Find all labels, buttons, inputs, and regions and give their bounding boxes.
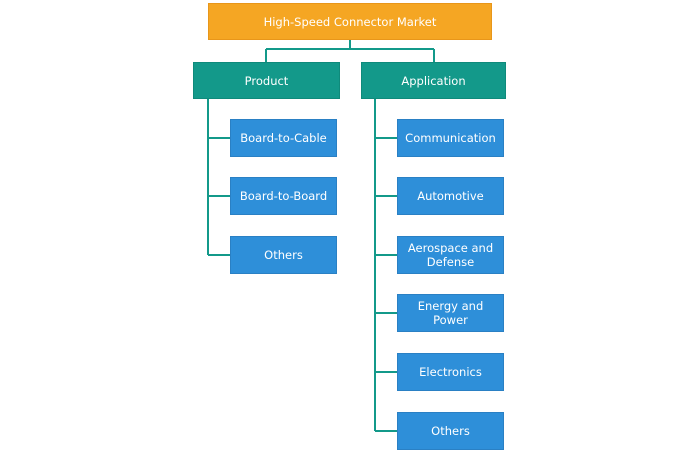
application-leaf-others: Others <box>397 412 504 450</box>
product-leaf-board-to-cable: Board-to-Cable <box>230 119 337 157</box>
leaf-label: Electronics <box>419 365 482 379</box>
application-leaf-automotive: Automotive <box>397 177 504 215</box>
application-leaf-communication: Communication <box>397 119 504 157</box>
category-application: Application <box>361 62 506 99</box>
application-leaf-aerospace-and-defense: Aerospace and Defense <box>397 236 504 274</box>
application-leaf-energy-and-power: Energy and Power <box>397 294 504 332</box>
category-label: Product <box>244 73 289 88</box>
leaf-label: Automotive <box>417 189 484 203</box>
leaf-label: Energy and Power <box>417 299 484 327</box>
leaf-label: Others <box>431 424 470 438</box>
root-label: High-Speed Connector Market <box>263 14 437 29</box>
category-product: Product <box>193 62 340 99</box>
leaf-label: Aerospace and Defense <box>407 241 494 269</box>
category-label: Application <box>401 73 466 88</box>
leaf-label: Board-to-Cable <box>240 131 327 145</box>
application-leaf-electronics: Electronics <box>397 353 504 391</box>
leaf-label: Communication <box>405 131 496 145</box>
product-leaf-board-to-board: Board-to-Board <box>230 177 337 215</box>
leaf-label: Others <box>264 248 303 262</box>
product-leaf-others: Others <box>230 236 337 274</box>
leaf-label: Board-to-Board <box>239 189 328 203</box>
root-node: High-Speed Connector Market <box>208 3 492 40</box>
